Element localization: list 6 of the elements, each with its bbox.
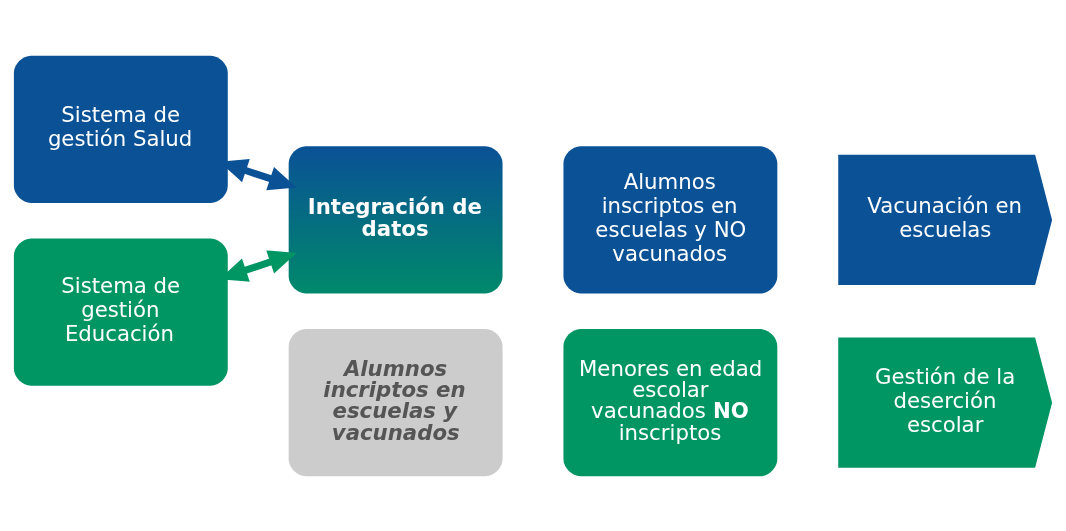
node-box: Integración de datos — [288, 145, 503, 294]
node-box: Sistema de gestión Educación — [13, 237, 228, 386]
node-box: Menores en edad escolar vacunados NO inscriptos — [563, 328, 778, 476]
node-box: Alumnos incriptos en escuelas y vacunados — [288, 328, 503, 476]
node-box: Sistema de gestión Salud — [13, 55, 228, 203]
node-box: Alumnos inscriptos en escuelas y NO vacunados — [563, 145, 778, 294]
